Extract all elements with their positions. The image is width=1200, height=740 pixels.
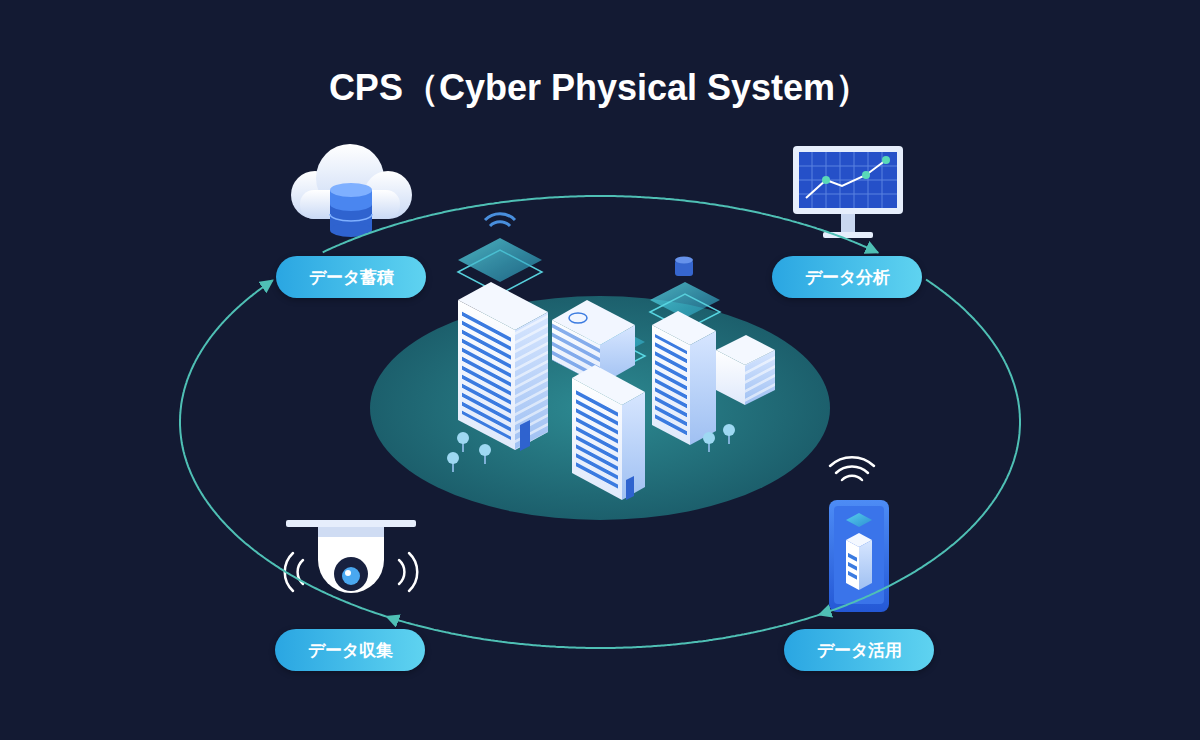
cycle-arrow (180, 280, 387, 616)
step-pill: データ蓄積 (276, 256, 426, 298)
cycle-arrow (323, 196, 878, 253)
cycle-arrow (819, 280, 1020, 615)
step-pill: データ分析 (772, 256, 922, 298)
step-label: データ蓄積 (309, 266, 394, 289)
step-label: データ分析 (805, 266, 890, 289)
step-pill: データ活用 (784, 629, 934, 671)
step-label: データ活用 (817, 639, 902, 662)
diagram-title: CPS（Cyber Physical System） (0, 64, 1200, 113)
step-label: データ収集 (308, 639, 393, 662)
cycle-arrow (387, 615, 819, 648)
step-pill: データ収集 (275, 629, 425, 671)
